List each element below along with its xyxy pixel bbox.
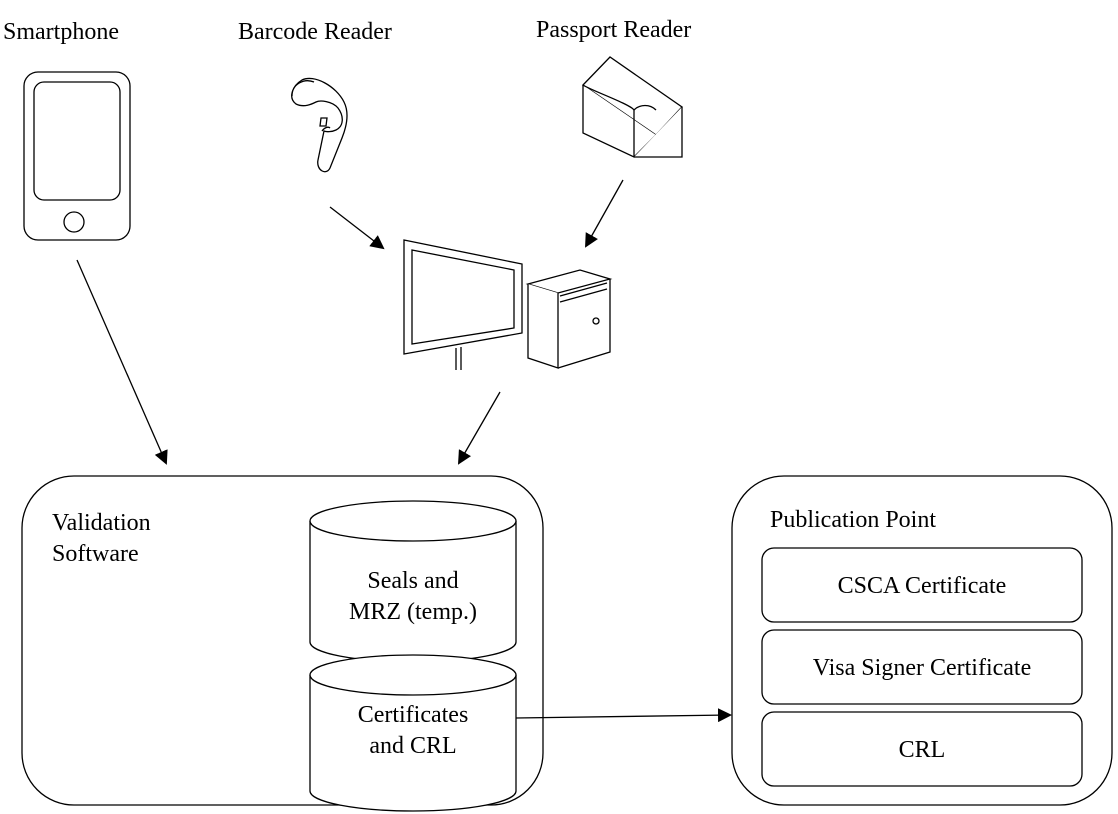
computer-icon — [403, 239, 613, 370]
seals-mrz-label-line1: Seals and — [367, 568, 459, 594]
seals-mrz-database-icon — [309, 500, 517, 663]
passport-reader-label: Passport Reader — [536, 17, 692, 43]
seals-mrz-label: Seals and MRZ (temp.) — [310, 566, 516, 627]
barcode-reader-label: Barcode Reader — [238, 19, 392, 45]
arrow-barcode-to-computer — [329, 206, 385, 250]
seals-mrz-label-line2: MRZ (temp.) — [349, 598, 477, 625]
passport-reader-icon — [581, 56, 683, 158]
validation-software-title-line1: Validation — [52, 510, 151, 536]
arrow-computer-to-validation — [457, 391, 501, 465]
validation-software-box — [21, 475, 544, 806]
certificates-crl-label: Certificates and CRL — [310, 700, 516, 761]
certificates-crl-database-icon — [309, 654, 517, 812]
smartphone-label: Smartphone — [3, 19, 119, 45]
certificates-crl-label-line2: and CRL — [369, 732, 457, 759]
validation-software-title-line2: Software — [52, 540, 139, 567]
barcode-reader-icon — [291, 77, 348, 173]
smartphone-icon — [23, 71, 131, 241]
visa-signer-certificate-box — [761, 629, 1083, 705]
certificates-crl-label-line1: Certificates — [357, 702, 469, 728]
publication-point-box — [731, 475, 1113, 806]
crl-box — [761, 711, 1083, 787]
publication-point-title: Publication Point — [770, 507, 937, 533]
validation-software-title: Validation Software — [52, 508, 151, 569]
arrow-passport-to-computer — [585, 179, 624, 248]
csca-certificate-box — [761, 547, 1083, 623]
arrow-certificates-to-publication — [515, 708, 732, 723]
csca-certificate-label: CSCA Certificate — [837, 573, 1007, 599]
visa-signer-certificate-label: Visa Signer Certificate — [812, 655, 1032, 681]
arrow-smartphone-to-validation — [76, 259, 168, 465]
crl-label: CRL — [898, 737, 946, 763]
